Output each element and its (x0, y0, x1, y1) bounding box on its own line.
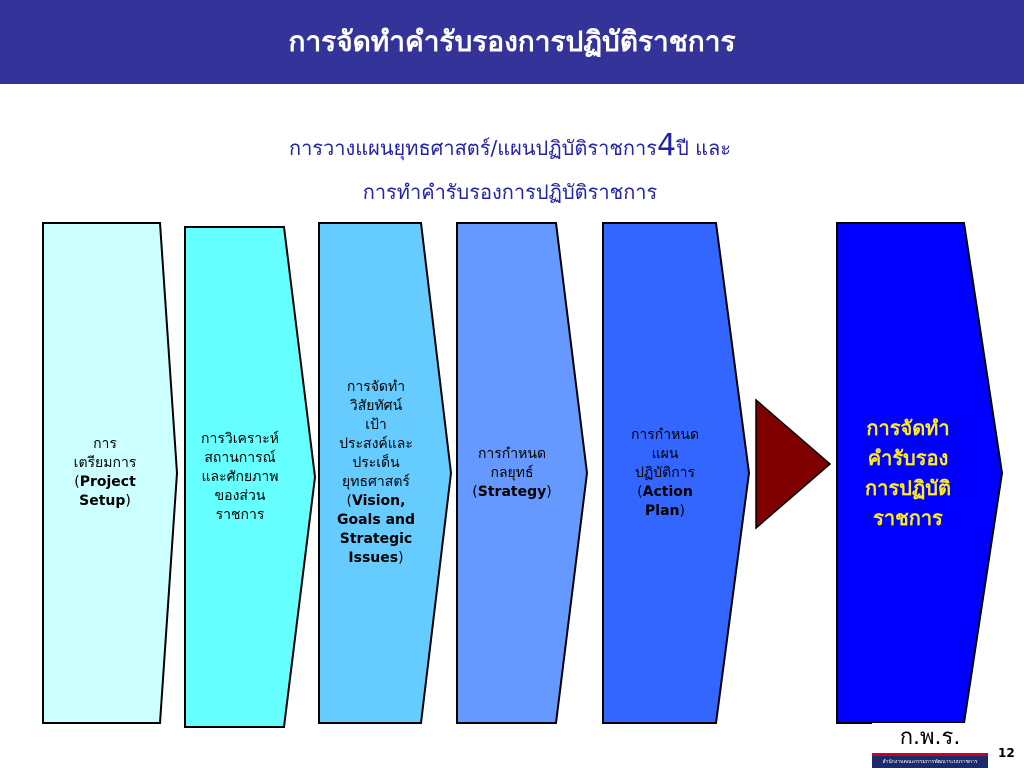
step-1-chevron (42, 222, 179, 724)
step-5-chevron (602, 222, 751, 724)
step-2-line-5: ราชการ (215, 506, 265, 523)
page-title: การจัดทำคำรับรองการปฏิบัติราชการ (288, 25, 736, 58)
step-3-line-4: ประสงค์และ (339, 436, 413, 452)
step-3-chevron (318, 222, 453, 724)
step-4-label: การกำหนดกลยุทธ์ (Strategy) (462, 222, 562, 724)
step-4-text: การกำหนดกลยุทธ์ (Strategy) (472, 445, 551, 502)
step-situation-analysis: การวิเคราะห์สถานการณ์และศักยภาพของส่วนรา… (184, 226, 317, 728)
step-2-line-3: และศักยภาพ (201, 468, 279, 485)
step-3-english-4: Issues) (348, 550, 404, 566)
step-2-label: การวิเคราะห์สถานการณ์และศักยภาพของส่วนรา… (190, 226, 290, 728)
step-3-label: การจัดทำวิสัยทัศน์เป้าประสงค์และประเด็นย… (324, 222, 428, 724)
step-2-text: การวิเคราะห์สถานการณ์และศักยภาพของส่วนรา… (201, 430, 279, 525)
connector-arrow (754, 398, 832, 530)
step-1-line-1: การ (93, 436, 117, 452)
step-5-english-1: (Action (637, 483, 693, 500)
step-performance-agreement: การจัดทำคำรับรองการปฏิบัติราชการ (836, 222, 1004, 724)
step-4-chevron (456, 222, 589, 724)
logo-text: ก.พ.ร. (872, 723, 988, 756)
step-2-line-1: การวิเคราะห์ (201, 430, 279, 447)
step-3-text: การจัดทำวิสัยทัศน์เป้าประสงค์และประเด็นย… (337, 378, 415, 568)
final-step-text: การจัดทำคำรับรองการปฏิบัติราชการ (865, 413, 951, 533)
step-4-line-2: กลยุทธ์ (490, 464, 534, 481)
final-step-line-3: การปฏิบัติ (865, 476, 951, 500)
step-3-english-1: (Vision, (346, 493, 406, 509)
page-number: 12 (998, 746, 1015, 760)
opdc-logo: ก.พ.ร. สำนักงานคณะกรรมการพัฒนาระบบราชการ (872, 723, 988, 768)
step-strategy: การกำหนดกลยุทธ์ (Strategy) (456, 222, 589, 724)
step-3-line-3: เป้า (365, 417, 387, 433)
step-4-line-1: การกำหนด (477, 445, 547, 462)
subtitle-line-1: การวางแผนยุทธศาสตร์/แผนปฏิบัติราชการ4ปี … (180, 128, 840, 164)
step-1-line-2: เตรียมการ (73, 455, 137, 471)
final-step-chevron (836, 222, 1004, 724)
step-3-line-2: วิสัยทัศน์ (349, 398, 403, 414)
step-3-english-3: Strategic (339, 531, 413, 547)
final-step-line-4: ราชการ (873, 506, 943, 530)
subtitle-number: 4 (656, 128, 677, 163)
final-step-line-2: คำรับรอง (867, 446, 949, 470)
step-3-english-2: Goals and (337, 512, 415, 528)
header-bar: การจัดทำคำรับรองการปฏิบัติราชการ (0, 0, 1024, 84)
logo-caption: สำนักงานคณะกรรมการพัฒนาระบบราชการ (872, 756, 988, 768)
step-5-line-1: การกำหนด (630, 426, 700, 443)
subtitle-text-1b: ปี และ (676, 136, 732, 160)
step-2-line-2: สถานการณ์ (204, 449, 276, 466)
step-4-english-1: (Strategy) (472, 483, 552, 500)
step-3-line-1: การจัดทำ (346, 379, 406, 395)
step-1-english-1: (Project (74, 474, 136, 490)
step-5-english-2: Plan) (645, 502, 685, 519)
step-3-line-5: ประเด็น (352, 455, 400, 471)
subtitle-text-1a: การวางแผนยุทธศาสตร์/แผนปฏิบัติราชการ (288, 136, 657, 160)
step-5-line-2: แผน (651, 445, 679, 462)
step-5-line-3: ปฏิบัติการ (634, 464, 696, 481)
step-1-english-2: Setup) (79, 493, 131, 509)
final-step-line-1: การจัดทำ (866, 416, 950, 440)
subtitle-line-2: การทำคำรับรองการปฏิบัติราชการ (362, 180, 658, 204)
step-2-chevron (184, 226, 317, 728)
connector-arrow-shape (755, 398, 832, 530)
step-2-line-4: ของส่วน (214, 487, 266, 504)
step-3-line-6: ยุทธศาสตร์ (342, 474, 410, 490)
final-step-label: การจัดทำคำรับรองการปฏิบัติราชการ (842, 222, 974, 724)
step-vision-goals: การจัดทำวิสัยทัศน์เป้าประสงค์และประเด็นย… (318, 222, 453, 724)
